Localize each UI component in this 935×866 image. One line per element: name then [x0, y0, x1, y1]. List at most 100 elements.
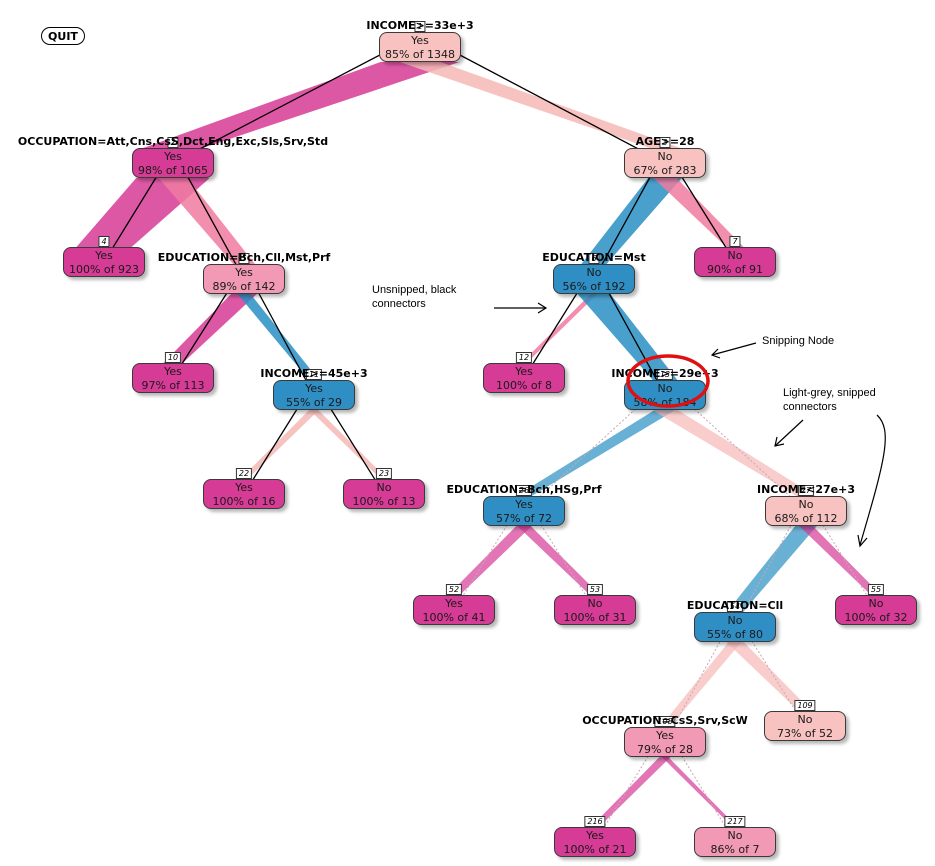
node-number-12: 12	[515, 352, 533, 363]
split-label-1: INCOME>=33e+3	[366, 19, 474, 32]
node-number-22: 22	[235, 468, 253, 479]
node-stat-label: 55% of 80	[706, 628, 764, 641]
edge-band-3-7	[653, 178, 744, 247]
node-number-4: 4	[98, 236, 110, 247]
split-label-11: INCOME>=45e+3	[260, 367, 368, 380]
node-stat-label: 98% of 1065	[137, 164, 209, 177]
edge-band-3-6	[581, 178, 682, 264]
node-stat-label: 85% of 1348	[384, 48, 456, 61]
node-stat-label: 97% of 113	[141, 379, 205, 392]
node-class-label: Yes	[586, 829, 604, 842]
node-stat-label: 79% of 28	[636, 743, 694, 756]
node-class-label: No	[868, 597, 884, 610]
edge-band-26-52	[448, 526, 532, 595]
edge-band-6-12	[521, 294, 598, 363]
node-stat-label: 100% of 13	[352, 495, 416, 508]
node-number-2: 2	[167, 137, 179, 148]
node-class-label: Yes	[305, 382, 323, 395]
node-class-label: No	[586, 266, 602, 279]
node-stat-label: 100% of 21	[563, 843, 627, 856]
annotation-unsnipped: Unsnipped, black connectors	[372, 284, 457, 310]
edge-band-2-5	[158, 178, 255, 264]
node-number-5: 5	[238, 253, 250, 264]
node-number-55: 55	[867, 584, 885, 595]
node-stat-label: 100% of 8	[495, 379, 553, 392]
edge-band-5-11	[237, 294, 319, 380]
edge-band-11-23	[309, 410, 388, 479]
node-class-label: Yes	[445, 597, 463, 610]
node-stat-label: 68% of 112	[774, 512, 838, 525]
node-number-6: 6	[588, 253, 600, 264]
node-number-217: 217	[724, 816, 746, 827]
node-stat-label: 100% of 32	[844, 611, 908, 624]
quit-button[interactable]: QUIT	[41, 27, 85, 45]
node-number-26: 26	[515, 485, 533, 496]
node-class-label: No	[657, 150, 673, 163]
split-label-108: OCCUPATION=CsS,Srv,ScW	[582, 714, 748, 727]
split-label-6: EDUCATION=Mst	[542, 251, 646, 264]
connector-1-2	[172, 33, 421, 164]
node-number-108: 108	[654, 716, 676, 727]
edge-band-26-53	[517, 526, 601, 595]
node-stat-label: 73% of 52	[776, 727, 834, 740]
edge-band-1-2	[143, 62, 460, 148]
node-stat-label: 100% of 41	[422, 611, 486, 624]
node-class-label: Yes	[235, 481, 253, 494]
node-class-label: No	[797, 713, 813, 726]
node-number-3: 3	[659, 137, 671, 148]
edge-band-54-108	[660, 642, 742, 727]
node-number-11: 11	[305, 369, 323, 380]
node-class-label: No	[798, 498, 814, 511]
split-label-27: INCOME<27e+3	[756, 483, 856, 496]
node-class-label: Yes	[515, 498, 533, 511]
node-stat-label: 86% of 7	[710, 843, 760, 856]
edge-band-11-22	[240, 410, 319, 479]
split-label-5: EDUCATION=Bch,Cll,Mst,Prf	[157, 251, 331, 264]
node-stat-label: 57% of 72	[495, 512, 553, 525]
node-number-52: 52	[445, 584, 463, 595]
edge-band-5-10	[163, 294, 257, 363]
edge-band-13-27	[652, 410, 816, 496]
node-class-label: Yes	[515, 365, 533, 378]
node-number-54: 54	[726, 601, 744, 612]
edge-band-27-54	[726, 526, 817, 612]
node-class-label: Yes	[235, 266, 253, 279]
edge-band-54-109	[726, 642, 812, 711]
node-stat-label: 100% of 923	[68, 263, 140, 276]
split-label-54: EDUCATION=Cll	[686, 599, 784, 612]
node-class-label: Yes	[95, 249, 113, 262]
node-class-label: No	[657, 382, 673, 395]
node-stat-label: 100% of 31	[563, 611, 627, 624]
node-stat-label: 55% of 29	[285, 396, 343, 409]
split-label-26: EDUCATION=Bch,HSg,Prf	[446, 483, 602, 496]
edge-band-1-3	[399, 62, 681, 148]
node-number-27: 27	[797, 485, 815, 496]
node-class-label: No	[727, 614, 743, 627]
split-label-13: INCOME>=29e+3	[611, 367, 719, 380]
node-class-label: No	[727, 829, 743, 842]
